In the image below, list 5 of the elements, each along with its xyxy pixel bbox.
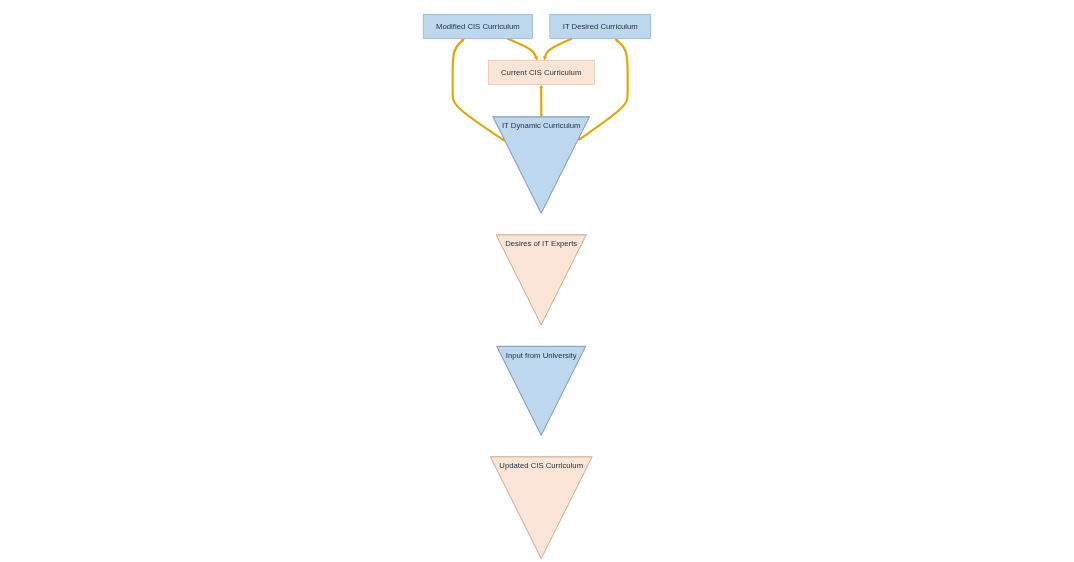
arrow <box>543 37 573 61</box>
arrow <box>451 38 506 142</box>
arrow <box>539 84 544 118</box>
arrow <box>507 37 538 61</box>
arrow <box>577 38 629 141</box>
